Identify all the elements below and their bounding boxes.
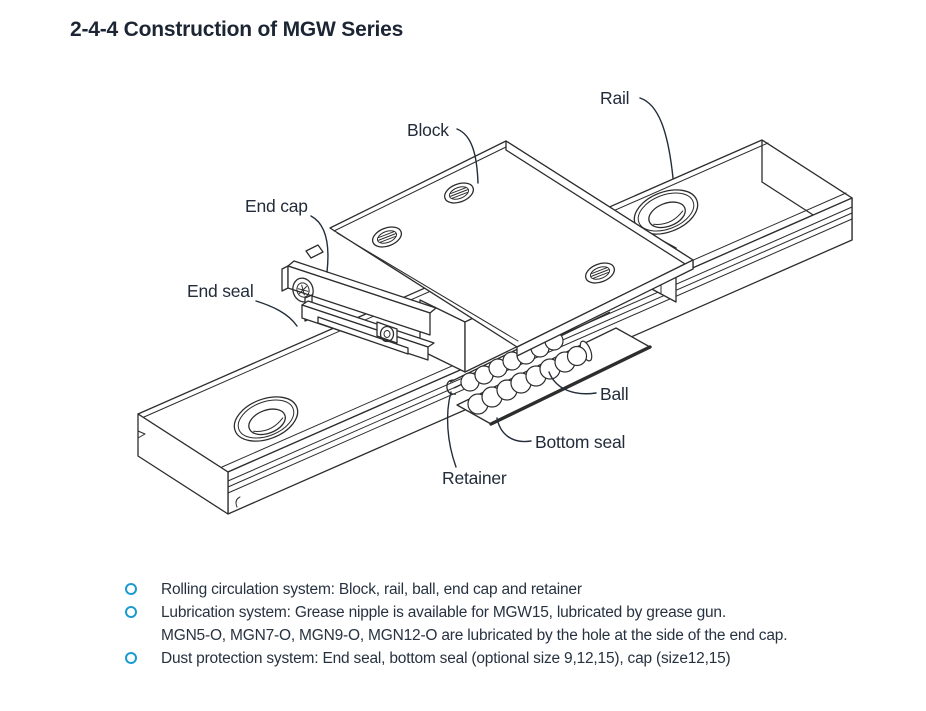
rail-leader-line: [639, 97, 674, 179]
note-text-line: MGN5-O, MGN7-O, MGN9-O, MGN12-O are lubr…: [161, 627, 788, 644]
page-title: 2-4-4 Construction of MGW Series: [70, 18, 404, 41]
end-cap-leader-line: [310, 215, 329, 273]
bullet-ring-icon: [125, 606, 137, 618]
note-lubrication: Lubrication system: Grease nipple is ava…: [125, 601, 905, 647]
end-cap-clip-tab: [305, 244, 324, 259]
rail-groove-hook: [235, 496, 241, 508]
label-rail: Rail: [600, 88, 674, 179]
end-seal-window: [317, 316, 409, 355]
retainer-label: Retainer: [442, 468, 507, 488]
end-seal-label: End seal: [187, 281, 254, 301]
end-seal-leader-line: [255, 300, 298, 327]
label-end-seal: End seal: [187, 281, 298, 327]
ball: [566, 345, 588, 367]
note-text-line: Dust protection system: End seal, bottom…: [161, 650, 731, 667]
notes-list: Rolling circulation system: Block, rail,…: [125, 578, 905, 670]
label-retainer: Retainer: [442, 391, 507, 488]
retainer-leader-line: [446, 391, 457, 468]
end-cap-drawing: [281, 244, 437, 336]
ball-label: Ball: [600, 384, 628, 404]
note-text-line: Lubrication system: Grease nipple is ava…: [161, 604, 726, 621]
balls-drawing: [460, 331, 593, 415]
block-leader-line: [456, 128, 479, 184]
block-label: Block: [407, 120, 449, 140]
rail-groove-notch: [137, 430, 146, 439]
note-text-line: Rolling circulation system: Block, rail,…: [161, 581, 582, 598]
label-end-cap: End cap: [245, 196, 329, 273]
bottom-seal-label: Bottom seal: [535, 432, 625, 452]
bullet-ring-icon: [125, 583, 137, 595]
end-seal-drawing: [301, 294, 435, 361]
rail-label: Rail: [600, 88, 629, 108]
bottom-seal-leader-line: [496, 417, 532, 443]
label-bottom-seal: Bottom seal: [496, 417, 625, 452]
label-ball: Ball: [548, 371, 629, 404]
retainer-tab: [446, 379, 457, 395]
label-block: Block: [407, 120, 479, 184]
bullet-ring-icon: [125, 652, 137, 664]
block-drawing: [329, 140, 694, 357]
end-cap-label: End cap: [245, 196, 308, 216]
note-dust-protection: Dust protection system: End seal, bottom…: [125, 647, 905, 670]
note-rolling-circulation: Rolling circulation system: Block, rail,…: [125, 578, 905, 601]
ball-leader-line: [548, 371, 597, 395]
